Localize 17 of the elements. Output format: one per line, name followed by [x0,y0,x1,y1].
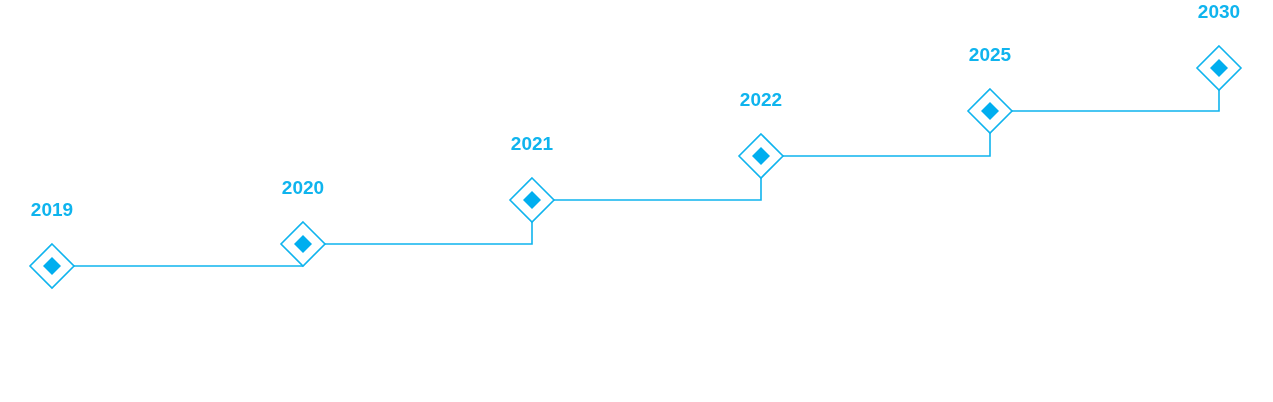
diamond-marker [1196,45,1242,91]
connector-line [1011,89,1220,112]
diamond-marker [967,88,1013,134]
year-label: 2021 [510,133,554,155]
diamond-marker [738,133,784,179]
year-label: 2025 [968,44,1012,66]
year-label: 2022 [739,89,783,111]
year-label: 2030 [1197,1,1241,23]
connector-line [782,132,991,157]
connector-line [324,221,533,245]
year-label: 2020 [281,177,325,199]
connector-line [73,265,304,267]
diamond-marker [280,221,326,267]
diamond-marker [29,243,75,289]
year-label: 2019 [30,199,74,221]
diamond-marker [509,177,555,223]
connector-line [553,177,762,201]
